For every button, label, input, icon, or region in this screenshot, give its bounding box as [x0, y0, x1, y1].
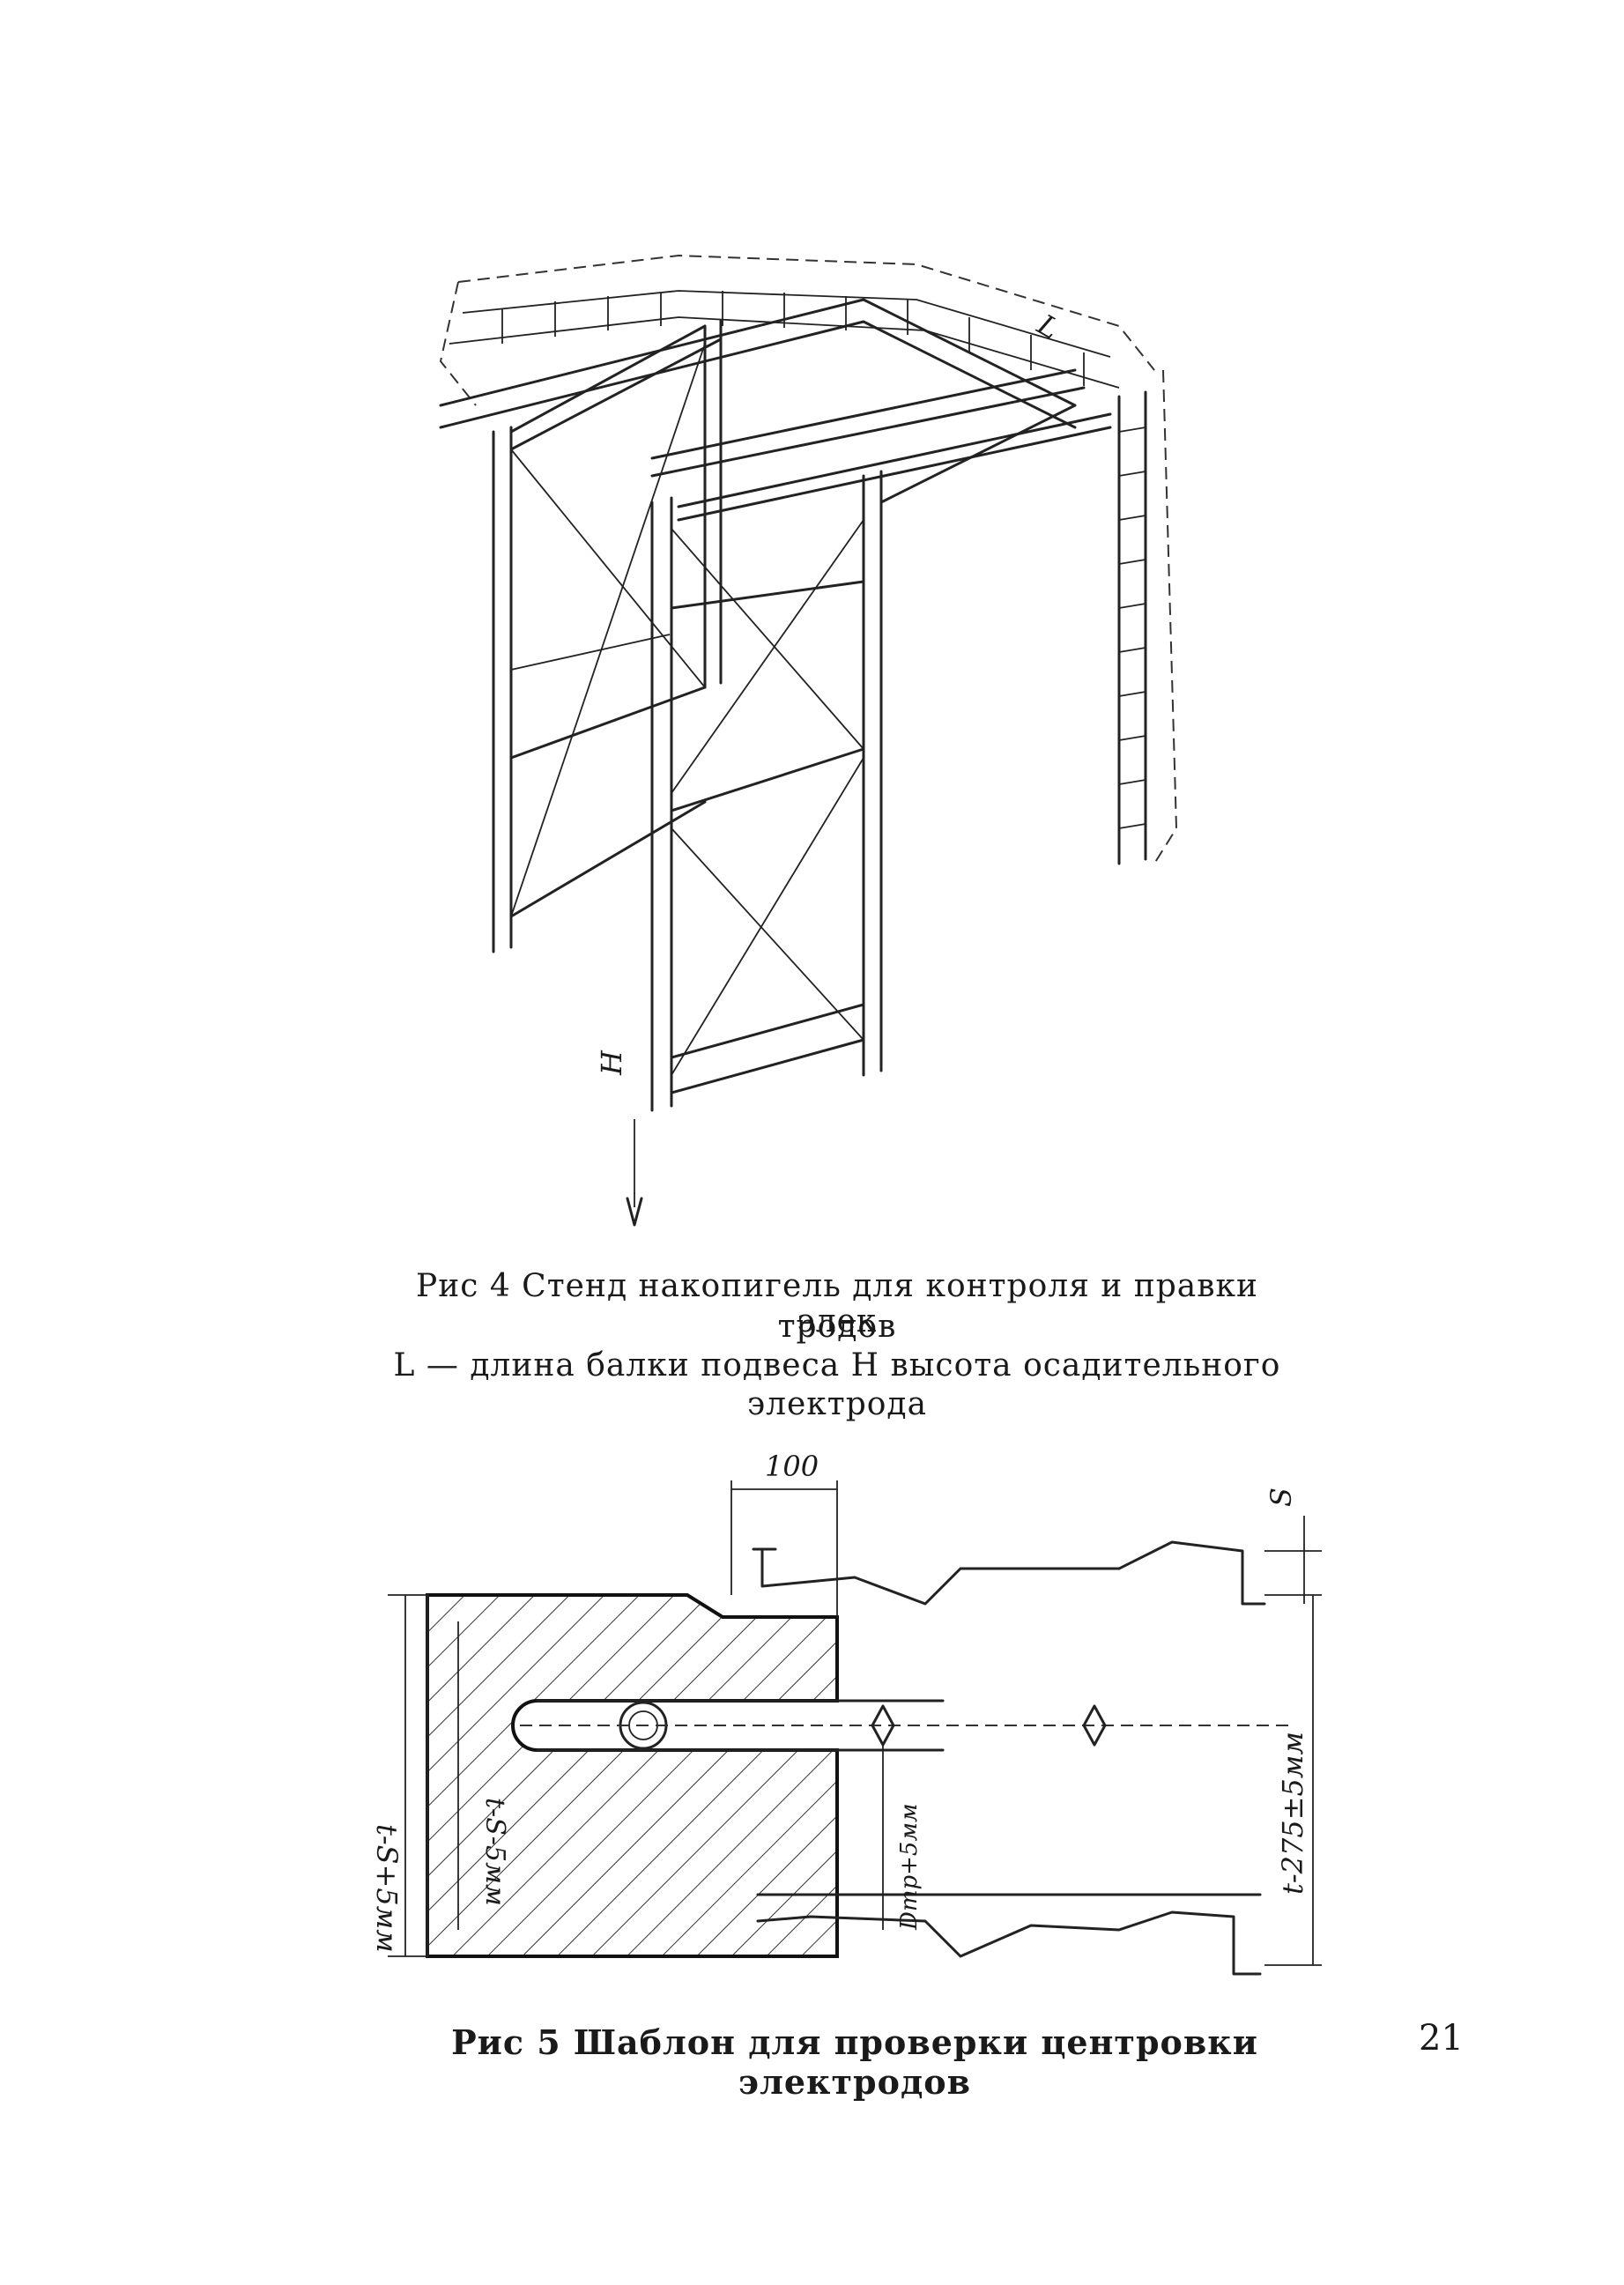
dimension-H: [626, 1119, 643, 1227]
dim-S: S: [1264, 1487, 1298, 1507]
back-frame: [492, 319, 723, 953]
front-frame: [650, 470, 883, 1112]
dim-left-inner: t-S-5мм: [479, 1798, 510, 1906]
figure-4-caption-line-2: тродов: [777, 1309, 897, 1345]
ladder: [1117, 369, 1178, 865]
label-H: H: [595, 1050, 628, 1076]
figure-4-stand-drawing: L H: [439, 254, 1178, 1227]
figure-4-caption-line-3: L — длина балки подвеса H высота осадите…: [393, 1347, 1281, 1384]
dimension-lines: [388, 1480, 1322, 1966]
figure-4-caption-line-1: Рис 4 Стенд накопигель для контроля и пр…: [416, 1268, 1258, 1339]
top-beams: [439, 298, 1112, 522]
dim-bottom: Dтр+5мм: [896, 1803, 923, 1931]
figure-4-caption-line-4: электрода: [746, 1386, 928, 1422]
dim-100: 100: [765, 1450, 819, 1483]
page-number: 21: [1419, 2018, 1464, 2059]
figure-5-template-drawing: 100 S t-S+5мм t-S-5мм t-275±5мм Dтр+5мм: [370, 1450, 1322, 1976]
label-L: L: [1031, 308, 1064, 346]
top-railing: [439, 254, 1155, 406]
dim-left-outer: t-S+5мм: [370, 1824, 404, 1953]
electrode-profile: [752, 1540, 1266, 1976]
slot: [520, 1699, 1295, 1752]
dim-right: t-275±5мм: [1276, 1732, 1309, 1895]
figure-5-caption: Рис 5 Шаблон для проверки центровки элек…: [451, 2022, 1258, 2102]
